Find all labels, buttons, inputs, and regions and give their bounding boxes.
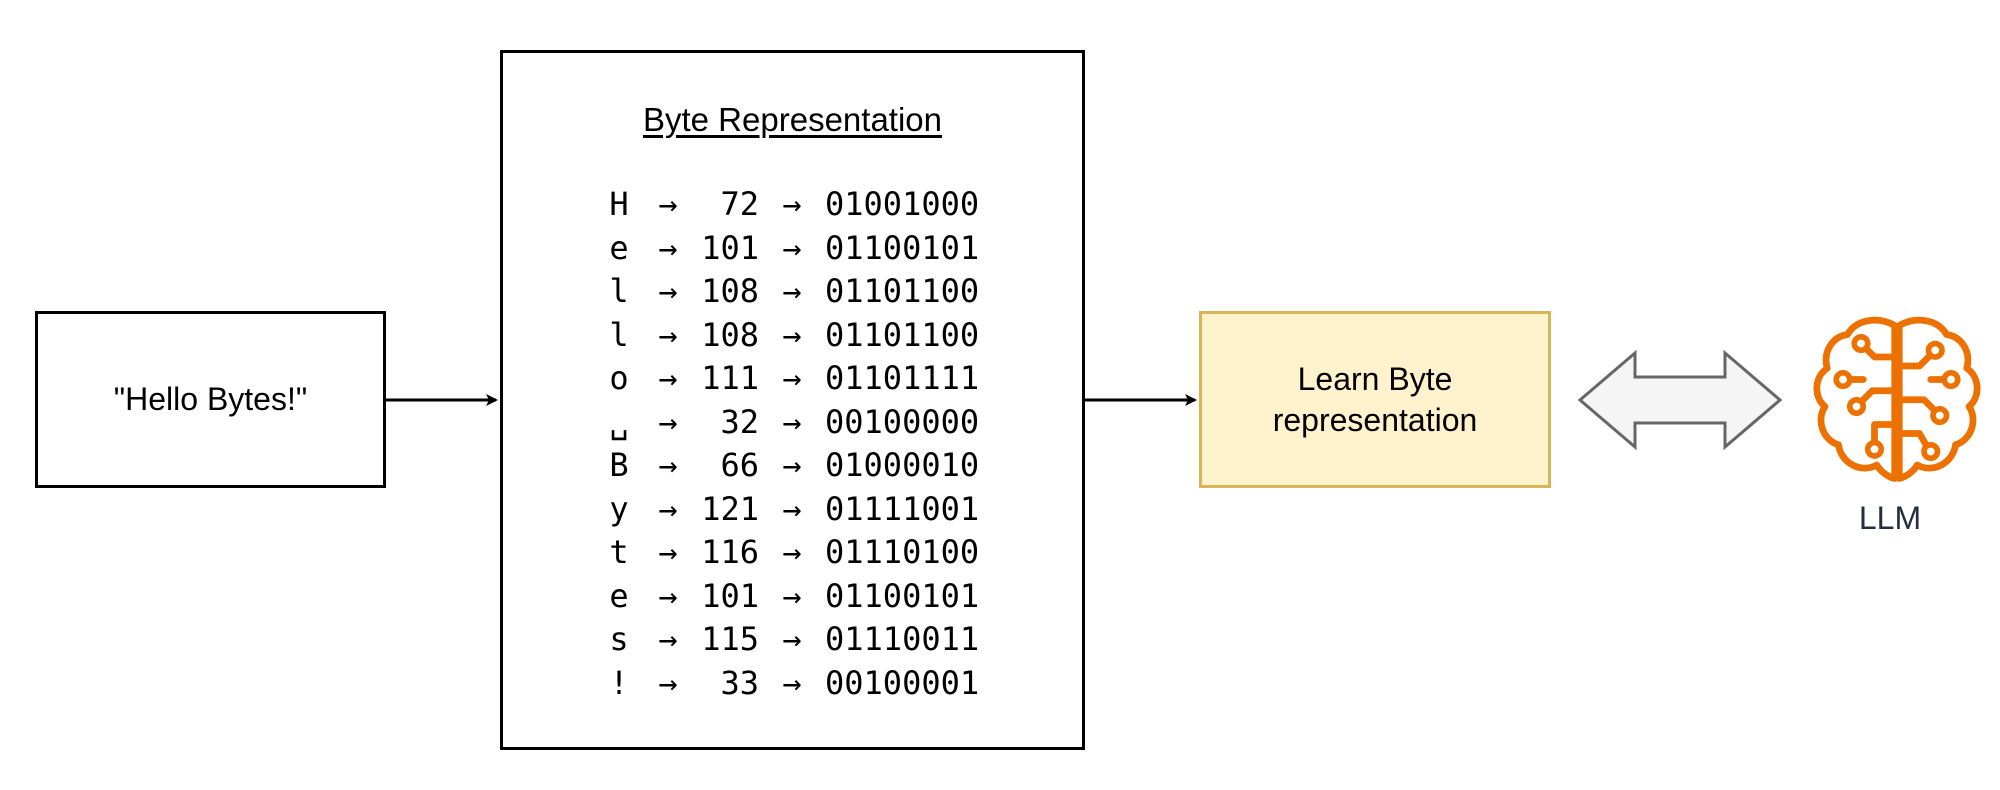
byte-decimal: 101 <box>701 576 759 615</box>
bidirectional-arrow <box>1577 349 1783 451</box>
byte-decimal: 108 <box>701 315 759 354</box>
byte-binary: 01100101 <box>825 576 980 615</box>
byte-char: s <box>609 620 629 658</box>
byte-char: y <box>609 489 629 528</box>
byte-row: ! → 33 → 00100001 <box>603 662 1015 706</box>
arrow-glyph: → <box>658 185 678 223</box>
byte-decimal: 66 <box>720 446 759 484</box>
byte-binary: 01001000 <box>825 185 980 223</box>
arrow-glyph: → <box>658 359 678 397</box>
byte-decimal: 72 <box>720 185 759 223</box>
byte-char: H <box>609 185 629 223</box>
byte-char: l <box>609 315 629 354</box>
byte-table: H → 72 → 01001000 e → 101 → 01100101 l → 108 → 0110110… <box>603 183 1015 705</box>
byte-decimal: 111 <box>701 359 759 397</box>
byte-row: ␣ → 32 → 00100000 <box>603 401 1015 445</box>
arrow-glyph: → <box>782 533 802 571</box>
byte-row: t → 116 → 01110100 <box>603 531 1015 575</box>
byte-binary: 01101111 <box>825 359 980 397</box>
brain-circuit-icon <box>1813 316 1981 482</box>
byte-row: e → 101 → 01100101 <box>603 575 1015 619</box>
byte-binary: 01100101 <box>825 228 980 267</box>
byte-representation-box: Byte Representation H → 72 → 01001000 e → 101 → 0… <box>500 50 1085 750</box>
byte-char: o <box>609 359 629 397</box>
arrow-glyph: → <box>658 576 678 615</box>
arrow-glyph: → <box>658 315 678 354</box>
byte-char: B <box>609 446 629 484</box>
arrow-glyph: → <box>782 446 802 484</box>
arrow-glyph: → <box>782 663 802 702</box>
learn-box-line-1: Learn Byte <box>1297 360 1453 397</box>
arrow-glyph: → <box>658 489 678 528</box>
arrow-glyph: → <box>658 663 678 702</box>
byte-decimal: 116 <box>701 533 759 571</box>
byte-binary: 00100000 <box>825 402 980 441</box>
llm-label: LLM <box>1858 500 1922 536</box>
arrow-glyph: → <box>658 446 678 484</box>
learn-byte-representation-box: Learn Byte representation <box>1199 311 1551 488</box>
byte-decimal: 101 <box>701 228 759 267</box>
arrow-glyph: → <box>782 272 802 310</box>
byte-char: l <box>609 272 629 310</box>
byte-binary: 01000010 <box>825 446 980 484</box>
byte-binary: 01111001 <box>825 489 980 528</box>
arrow-glyph: → <box>782 489 802 528</box>
input-text-box: "Hello Bytes!" <box>35 311 386 488</box>
arrow-glyph: → <box>782 315 802 354</box>
byte-binary: 01110011 <box>825 620 980 658</box>
arrow-glyph: → <box>658 533 678 571</box>
byte-binary: 01110100 <box>825 533 980 571</box>
byte-char: ␣ <box>609 402 629 441</box>
byte-binary: 01101100 <box>825 272 980 310</box>
byte-row: e → 101 → 01100101 <box>603 227 1015 271</box>
arrow-glyph: → <box>658 402 678 441</box>
arrow-glyph: → <box>782 576 802 615</box>
arrow-glyph: → <box>782 228 802 267</box>
byte-row: s → 115 → 01110011 <box>603 618 1015 662</box>
byte-row: o → 111 → 01101111 <box>603 357 1015 401</box>
arrow-glyph: → <box>658 228 678 267</box>
byte-row: l → 108 → 01101100 <box>603 314 1015 358</box>
arrow-glyph: → <box>782 402 802 441</box>
arrow-glyph: → <box>782 620 802 658</box>
arrow-glyph: → <box>658 272 678 310</box>
byte-char: e <box>609 228 629 267</box>
byte-char: ! <box>609 663 629 702</box>
byte-binary: 01101100 <box>825 315 980 354</box>
byte-representation-title: Byte Representation <box>642 101 942 138</box>
byte-decimal: 33 <box>720 663 759 702</box>
byte-row: B → 66 → 01000010 <box>603 444 1015 488</box>
byte-row: H → 72 → 01001000 <box>603 183 1015 227</box>
byte-decimal: 121 <box>701 489 759 528</box>
byte-decimal: 115 <box>701 620 759 658</box>
byte-row: y → 121 → 01111001 <box>603 488 1015 532</box>
byte-row: l → 108 → 01101100 <box>603 270 1015 314</box>
byte-char: t <box>609 533 629 571</box>
arrow-glyph: → <box>782 185 802 223</box>
byte-decimal: 108 <box>701 272 759 310</box>
byte-char: e <box>609 576 629 615</box>
learn-box-line-2: representation <box>1272 401 1478 438</box>
arrow-glyph: → <box>658 620 678 658</box>
input-text-label: "Hello Bytes!" <box>113 381 308 417</box>
byte-binary: 00100001 <box>825 663 980 702</box>
byte-decimal: 32 <box>720 402 759 441</box>
arrow-glyph: → <box>782 359 802 397</box>
